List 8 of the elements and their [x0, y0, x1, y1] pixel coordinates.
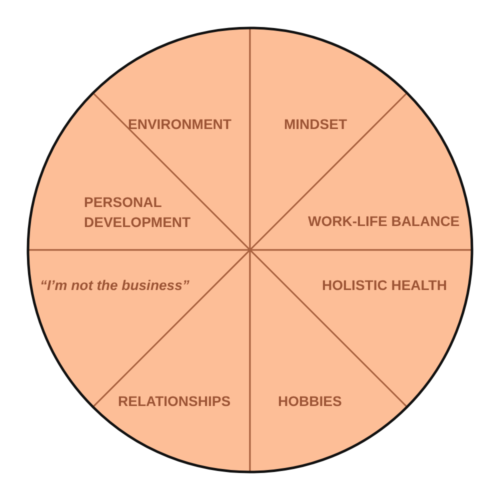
sector-label: HOBBIES	[278, 392, 342, 411]
sector-label: PERSONAL DEVELOPMENT	[84, 193, 192, 232]
sector-label: MINDSET	[284, 115, 347, 134]
sector-label: ENVIRONMENT	[128, 115, 232, 134]
sector-label: RELATIONSHIPS	[118, 392, 231, 411]
sector-label: WORK-LIFE BALANCE	[308, 212, 460, 231]
sector-label: HOLISTIC HEALTH	[322, 276, 447, 295]
sector-label: “I’m not the business”	[40, 276, 190, 295]
